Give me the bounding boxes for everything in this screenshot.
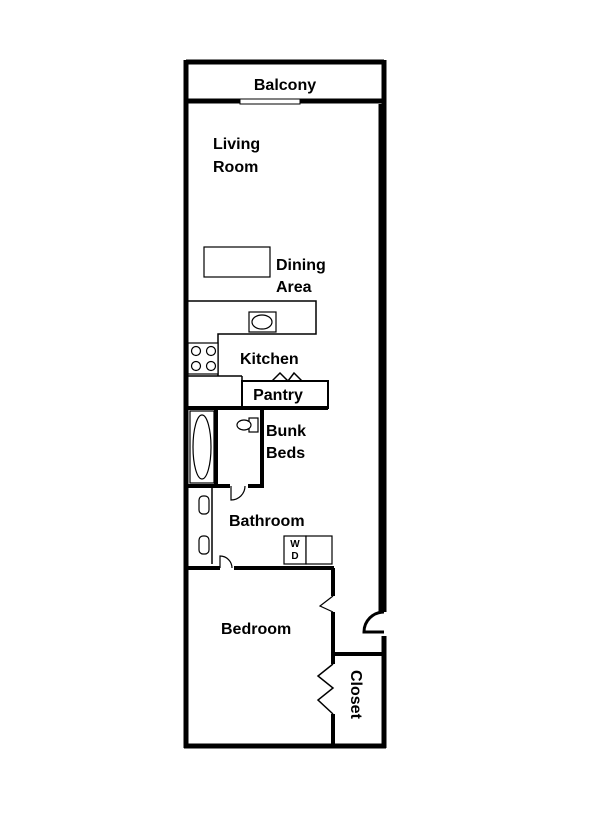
burner	[190, 345, 202, 357]
bunk-beds-label-line1: Bunk	[266, 423, 306, 440]
kitchen-counter	[188, 300, 317, 376]
toilet-room-door-swing	[230, 485, 246, 501]
bathroom-label: Bathroom	[229, 513, 305, 530]
bedroom-door-swing	[318, 595, 334, 613]
balcony-label: Balcony	[254, 77, 316, 94]
pantry-label: Pantry	[253, 387, 303, 404]
bathroom-bedroom-wall	[186, 555, 334, 570]
living-room-label-line1: Living	[213, 136, 260, 153]
bathtub-room	[186, 408, 259, 501]
entry-and-closet	[333, 610, 386, 656]
kitchen-label: Kitchen	[240, 351, 299, 368]
washer-dryer: W D	[283, 535, 333, 565]
vanity-sink	[198, 535, 210, 555]
entry-door-swing	[362, 610, 385, 634]
vanity-sink	[198, 495, 210, 515]
bunk-beds-label-line2: Beds	[266, 445, 305, 462]
closet-label: Closet	[347, 670, 364, 720]
washer-label: W	[290, 539, 300, 550]
bathtub-basin	[192, 414, 212, 480]
bathroom-vanity	[198, 488, 213, 564]
dining-area-label-line1: Dining	[276, 257, 326, 274]
bedroom-right-wall	[316, 568, 335, 748]
bathroom-door-swing	[219, 555, 233, 569]
stove-top	[187, 342, 219, 375]
dining-table	[203, 246, 271, 278]
bedroom-label: Bedroom	[221, 621, 291, 638]
burner	[205, 360, 217, 372]
sink-basin	[251, 314, 273, 330]
dining-area-label-line2: Area	[276, 279, 312, 296]
burner	[190, 360, 202, 372]
toilet-bowl	[236, 419, 252, 431]
living-room-label-line2: Room	[213, 159, 258, 176]
outer-walls	[183, 59, 387, 749]
bathtub	[189, 410, 215, 484]
bedroom-bifold-door	[316, 663, 335, 715]
dryer-label: D	[291, 551, 298, 562]
balcony-sliding-door	[239, 98, 301, 105]
pantry-bifold-door	[271, 371, 303, 383]
laundry-cabinet	[305, 535, 333, 565]
balcony-area	[186, 98, 384, 612]
stove	[187, 342, 243, 408]
burner	[205, 345, 217, 357]
